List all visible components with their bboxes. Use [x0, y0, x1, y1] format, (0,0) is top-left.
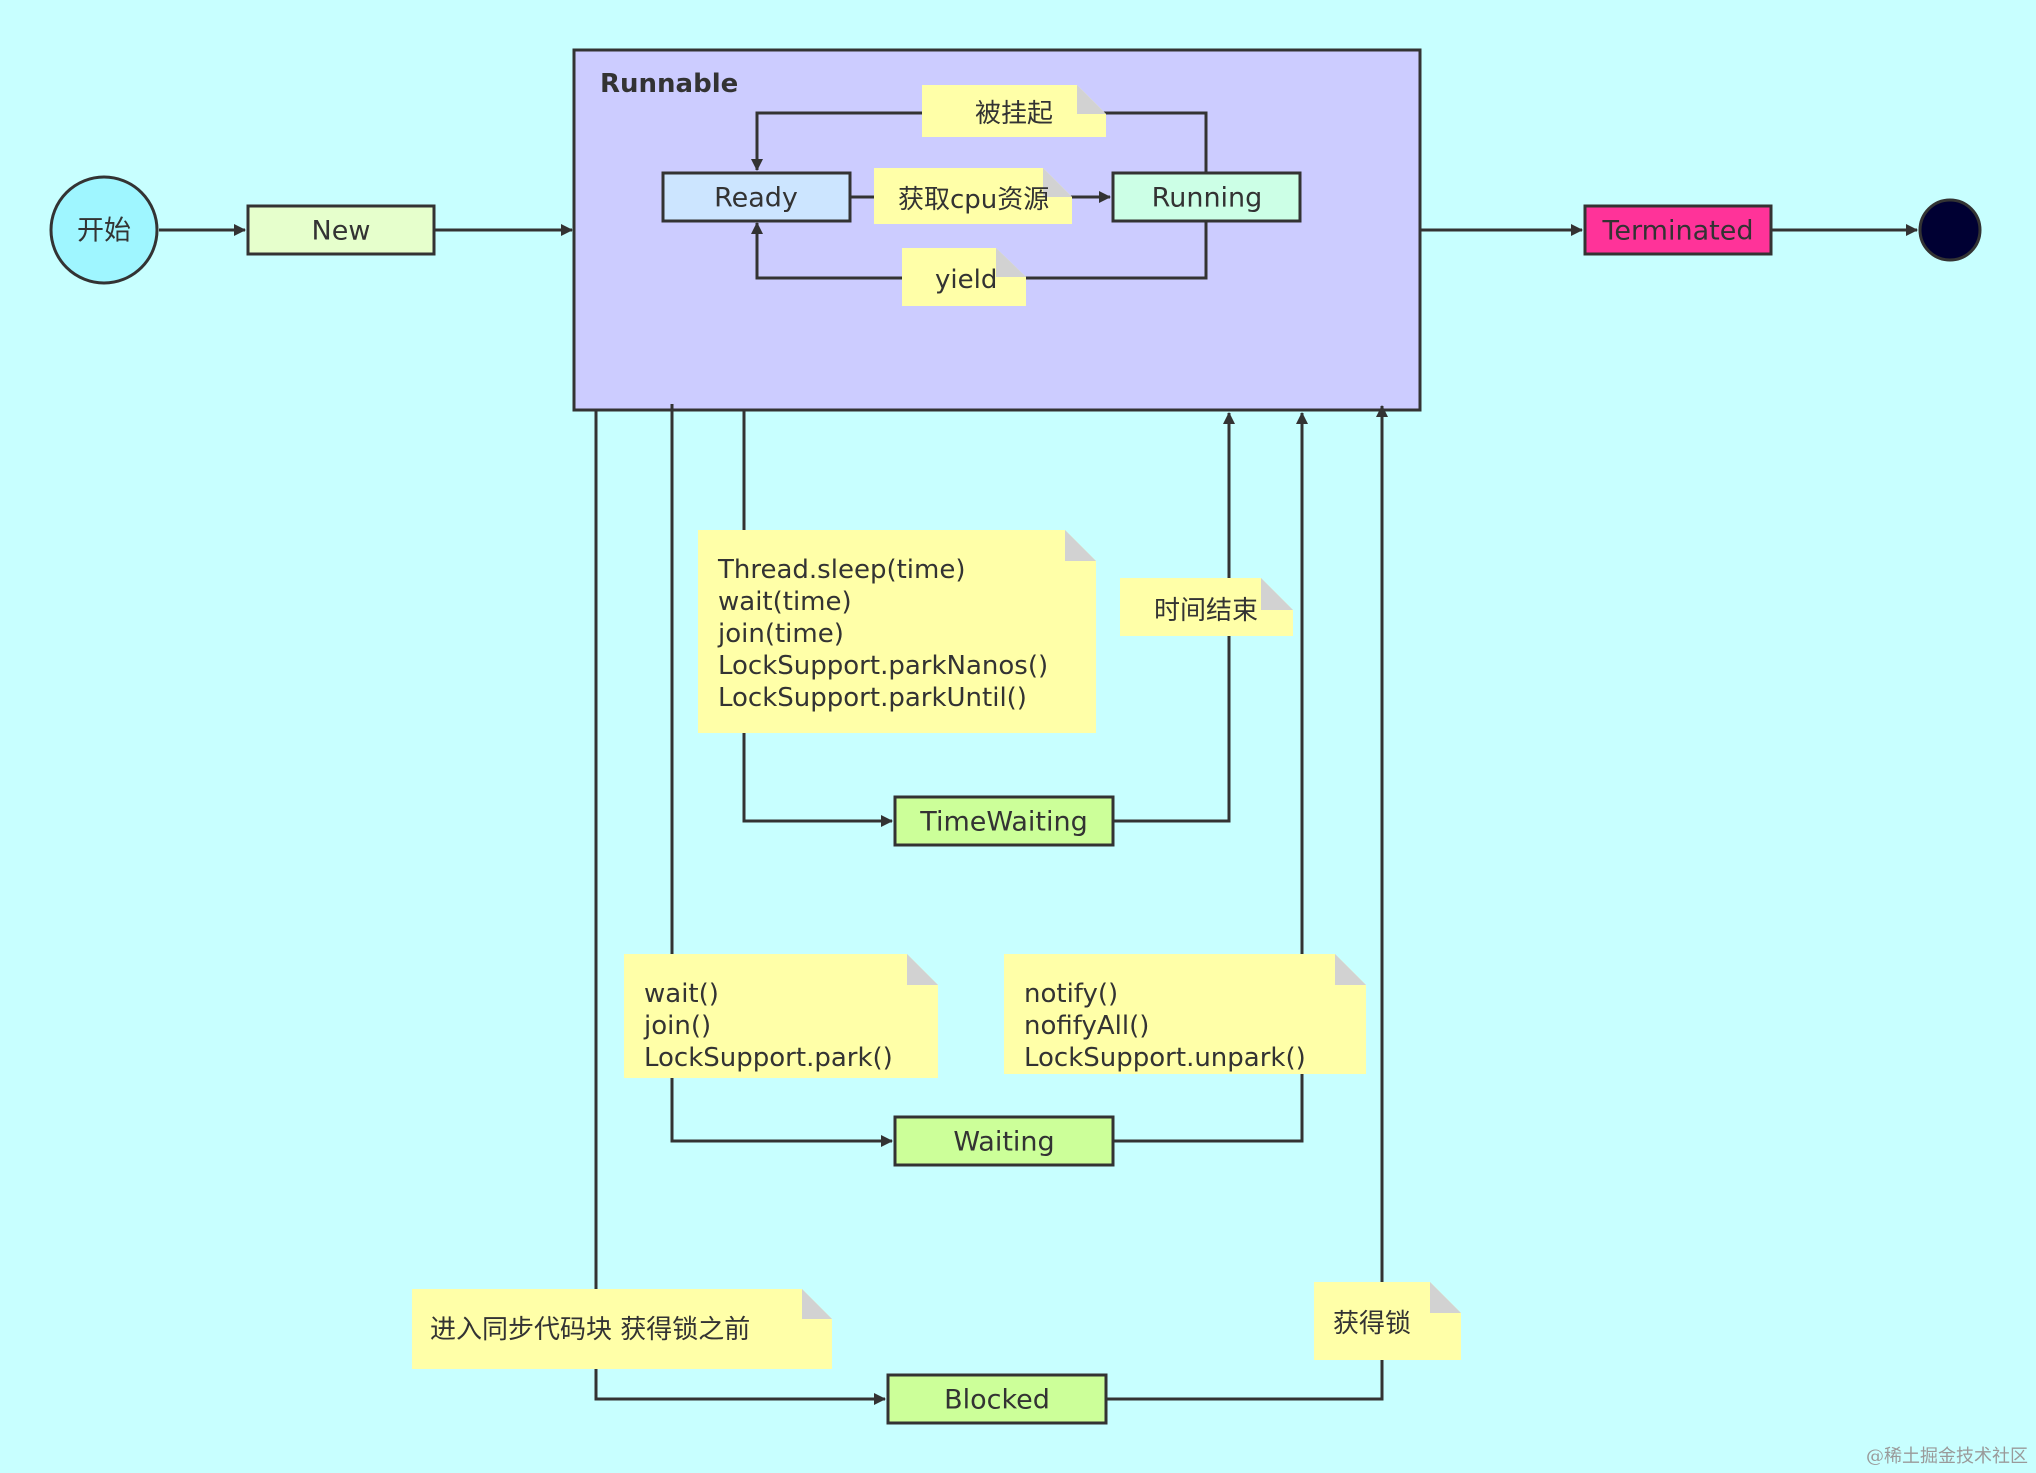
end-node: [1918, 198, 1982, 262]
note-notify-calls-text: notify() nofifyAll() LockSupport.unpark(…: [1024, 979, 1306, 1073]
state-new-label: New: [312, 216, 371, 247]
note-suspended-line: 被挂起: [975, 99, 1053, 129]
note-yield: yield: [902, 248, 1026, 306]
note-notify-calls: notify() nofifyAll() LockSupport.unpark(…: [1004, 954, 1366, 1074]
state-running: Running: [1111, 171, 1302, 223]
state-timewaiting-label: TimeWaiting: [919, 807, 1087, 838]
note-timed-wait-line-1: Thread.sleep(time): [717, 555, 965, 585]
note-time-up-line: 时间结束: [1154, 596, 1258, 626]
note-get-lock: 获得锁: [1314, 1282, 1461, 1360]
state-terminated-label: Terminated: [1602, 216, 1754, 247]
state-terminated: Terminated: [1583, 204, 1773, 256]
note-timed-wait-line-2: wait(time): [718, 587, 852, 617]
note-enter-sync: 进入同步代码块 获得锁之前: [412, 1289, 832, 1369]
note-suspended: 被挂起: [922, 85, 1106, 137]
note-get-cpu: 获取cpu资源: [874, 168, 1072, 224]
start-node: 开始: [49, 175, 159, 285]
note-yield-text: yield: [935, 265, 997, 295]
note-wait-line-1: wait(): [644, 979, 719, 1009]
state-ready: Ready: [661, 171, 852, 223]
state-running-label: Running: [1152, 183, 1263, 214]
note-get-cpu-text: 获取cpu资源: [898, 185, 1049, 215]
start-label: 开始: [77, 216, 131, 247]
note-suspended-text: 被挂起: [975, 99, 1053, 129]
note-notify-line-1: notify(): [1024, 979, 1118, 1009]
note-yield-line: yield: [935, 265, 997, 295]
state-blocked: Blocked: [886, 1373, 1108, 1425]
note-notify-line-2: nofifyAll(): [1024, 1011, 1149, 1041]
arrow-timewaiting-to-runnable: [1113, 412, 1235, 823]
arrow-waiting-to-runnable: [1113, 412, 1308, 1143]
state-waiting-label: Waiting: [953, 1127, 1054, 1158]
state-blocked-label: Blocked: [944, 1385, 1050, 1416]
arrow-runnable-to-blocked: [594, 411, 886, 1405]
note-get-cpu-line: 获取cpu资源: [898, 185, 1049, 215]
state-timewaiting: TimeWaiting: [893, 795, 1115, 847]
note-wait-line-3: LockSupport.park(): [644, 1043, 893, 1073]
arrow-runnable-to-waiting: [670, 404, 893, 1147]
state-new: New: [246, 204, 436, 256]
watermark-text: @稀土掘金技术社区: [1866, 1446, 2028, 1467]
note-enter-sync-line: 进入同步代码块 获得锁之前: [430, 1315, 750, 1345]
note-timed-wait-calls: Thread.sleep(time) wait(time) join(time)…: [698, 530, 1096, 733]
state-waiting: Waiting: [893, 1115, 1115, 1167]
note-time-up-text: 时间结束: [1154, 596, 1258, 626]
note-time-up: 时间结束: [1120, 578, 1293, 636]
arrow-blocked-to-runnable: [1106, 405, 1388, 1401]
note-wait-calls: wait() join() LockSupport.park(): [624, 954, 938, 1078]
note-get-lock-line: 获得锁: [1333, 1309, 1411, 1339]
note-enter-sync-text: 进入同步代码块 获得锁之前: [430, 1315, 750, 1345]
note-get-lock-text: 获得锁: [1333, 1309, 1411, 1339]
note-timed-wait-calls-text: Thread.sleep(time) wait(time) join(time)…: [717, 555, 1056, 713]
note-timed-wait-line-4: LockSupport.parkNanos(): [718, 651, 1048, 681]
runnable-title: Runnable: [600, 69, 738, 99]
note-timed-wait-line-3: join(time): [717, 619, 844, 649]
state-ready-label: Ready: [714, 183, 798, 214]
note-wait-calls-text: wait() join() LockSupport.park(): [643, 979, 893, 1073]
note-notify-line-3: LockSupport.unpark(): [1024, 1043, 1306, 1073]
note-timed-wait-line-5: LockSupport.parkUntil(): [718, 683, 1027, 713]
note-wait-line-2: join(): [643, 1011, 711, 1041]
